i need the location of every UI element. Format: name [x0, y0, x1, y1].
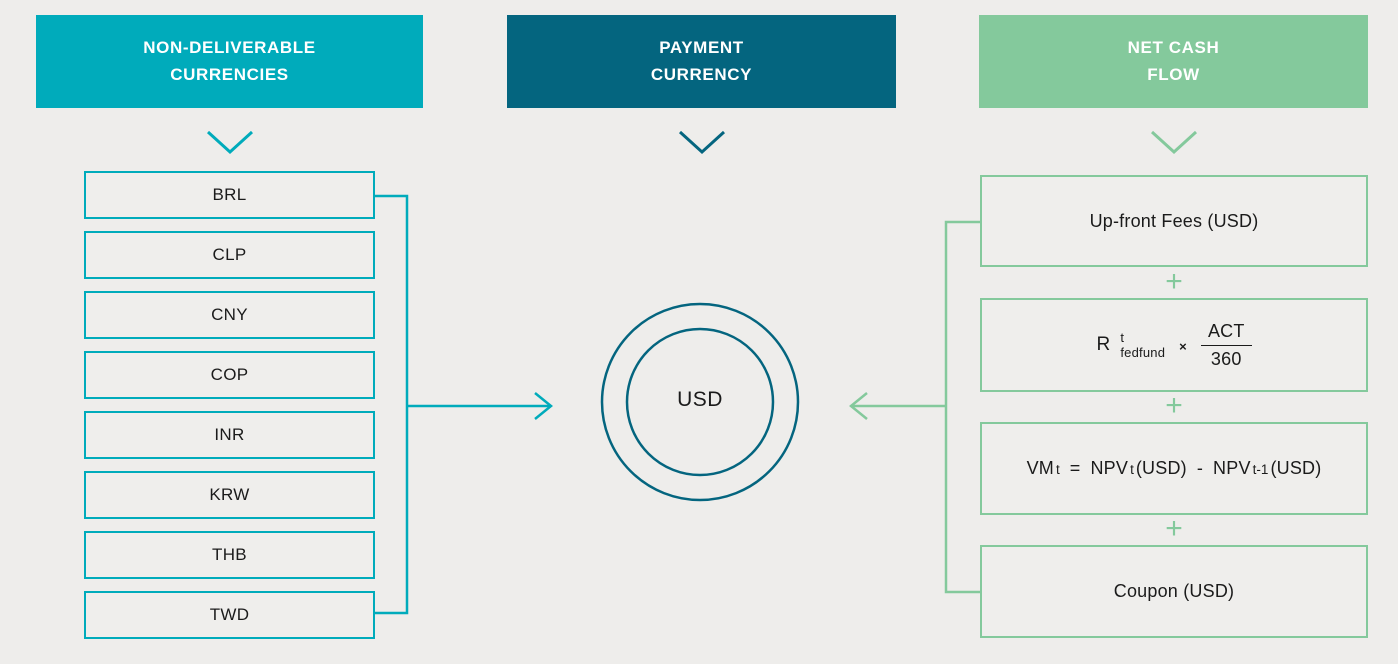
header-line: NON-DELIVERABLE — [143, 38, 316, 58]
cashflow-box-coupon: Coupon (USD) — [980, 545, 1368, 638]
currency-box-thb: THB — [84, 531, 375, 579]
currency-label: CNY — [211, 305, 248, 324]
left-arrowhead-icon — [849, 392, 868, 420]
left-bracket-connector — [375, 194, 409, 615]
fraction-numerator: ACT — [1200, 321, 1252, 346]
cashflow-box-upfront-fees: Up-front Fees (USD) — [980, 175, 1368, 267]
header-line: CURRENCY — [650, 64, 753, 84]
chevron-down-icon-right — [1150, 130, 1198, 155]
npv-currency: (USD) — [1270, 458, 1322, 478]
vm-symbol: VM — [1026, 458, 1054, 478]
currency-box-krw: KRW — [84, 471, 375, 519]
rate-supsub: t fedfund — [1120, 330, 1166, 361]
usd-label: USD — [677, 388, 723, 411]
chevron-down-icon-center — [678, 130, 726, 155]
cashflow-label: Up-front Fees (USD) — [1089, 210, 1259, 231]
npv-subscript: t — [1130, 462, 1134, 477]
equals-sign: = — [1069, 458, 1081, 478]
currency-label: CLP — [212, 245, 247, 264]
currency-label: INR — [214, 425, 245, 444]
currency-label: BRL — [212, 185, 247, 204]
chevron-down-icon-left — [206, 130, 254, 155]
header-line: NET CASH — [1127, 38, 1220, 58]
currency-box-clp: CLP — [84, 231, 375, 279]
header-line: CURRENCIES — [170, 64, 289, 84]
currency-box-inr: INR — [84, 411, 375, 459]
header-payment-currency: PAYMENT CURRENCY — [507, 15, 896, 108]
currency-box-cny: CNY — [84, 291, 375, 339]
currency-label: KRW — [209, 485, 250, 504]
cashflow-label: Coupon (USD) — [1113, 581, 1235, 601]
npv-subscript: t-1 — [1252, 462, 1269, 477]
header-net-cash-flow: NET CASH FLOW — [979, 15, 1368, 108]
rate-superscript: t — [1120, 330, 1125, 346]
cashflow-box-fedfund-rate: R t fedfund × ACT 360 — [980, 298, 1368, 392]
currency-box-brl: BRL — [84, 171, 375, 219]
fedfund-rate-formula: R t fedfund × ACT 360 — [1096, 321, 1252, 370]
rate-symbol: R — [1096, 334, 1111, 355]
right-arrowhead-icon — [534, 392, 553, 420]
plus-sign: + — [1165, 389, 1183, 422]
npv-symbol: NPV — [1213, 458, 1251, 478]
fraction-denominator: 360 — [1210, 348, 1242, 369]
plus-sign: + — [1165, 265, 1183, 298]
npv-currency: (USD) — [1135, 458, 1187, 478]
currency-label: TWD — [209, 605, 250, 624]
npv-symbol: NPV — [1090, 458, 1129, 478]
plus-sign: + — [1165, 512, 1183, 545]
day-count-fraction: ACT 360 — [1200, 321, 1252, 370]
vm-subscript: t — [1055, 462, 1060, 477]
rate-subscript: fedfund — [1120, 345, 1166, 360]
currency-label: THB — [212, 545, 247, 564]
header-line: PAYMENT — [659, 38, 744, 58]
header-line: FLOW — [1147, 64, 1200, 84]
currency-box-cop: COP — [84, 351, 375, 399]
right-bracket-connector — [944, 220, 980, 594]
minus-sign: - — [1196, 458, 1204, 478]
currency-box-twd: TWD — [84, 591, 375, 639]
multiplication-sign: × — [1179, 338, 1187, 354]
currency-label: COP — [210, 365, 249, 384]
header-non-deliverable-currencies: NON-DELIVERABLE CURRENCIES — [36, 15, 423, 108]
